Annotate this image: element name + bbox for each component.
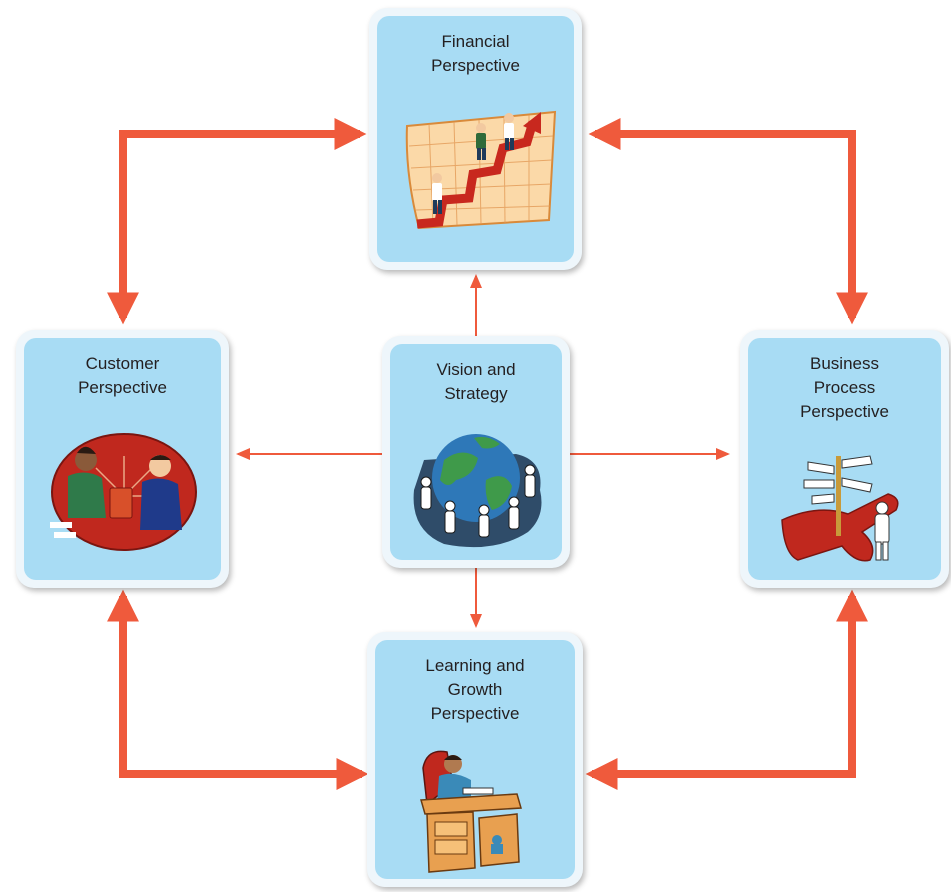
learning-growth-perspective-label: Learning and Growth Perspective [425, 656, 525, 723]
customer-perspective-card: Customer Perspective [16, 330, 229, 588]
business-process-perspective-label: Business Process Perspective [800, 354, 889, 421]
arrow-business-to-learning [585, 650, 856, 790]
arrow-business-to-financial [588, 118, 856, 238]
customer-exchange-icon [50, 433, 197, 551]
financial-perspective-label: Financial Perspective [431, 32, 520, 75]
arrow-customer-to-financial [119, 118, 367, 238]
financial-perspective-card: Financial Perspective [369, 8, 582, 270]
learning-growth-perspective-card: Learning and Growth Perspective [367, 632, 583, 887]
globe-people-icon [413, 434, 542, 548]
person-studying-desk-icon [420, 750, 522, 873]
signpost-crossroads-icon [781, 455, 899, 562]
growth-chart-climbers-icon [405, 110, 557, 230]
vision-strategy-card: Vision and Strategy [382, 336, 570, 568]
arrow-customer-to-learning [119, 650, 369, 790]
vision-strategy-label: Vision and Strategy [436, 360, 516, 403]
business-process-perspective-card: Business Process Perspective [740, 330, 949, 588]
customer-perspective-label: Customer Perspective [78, 354, 167, 397]
